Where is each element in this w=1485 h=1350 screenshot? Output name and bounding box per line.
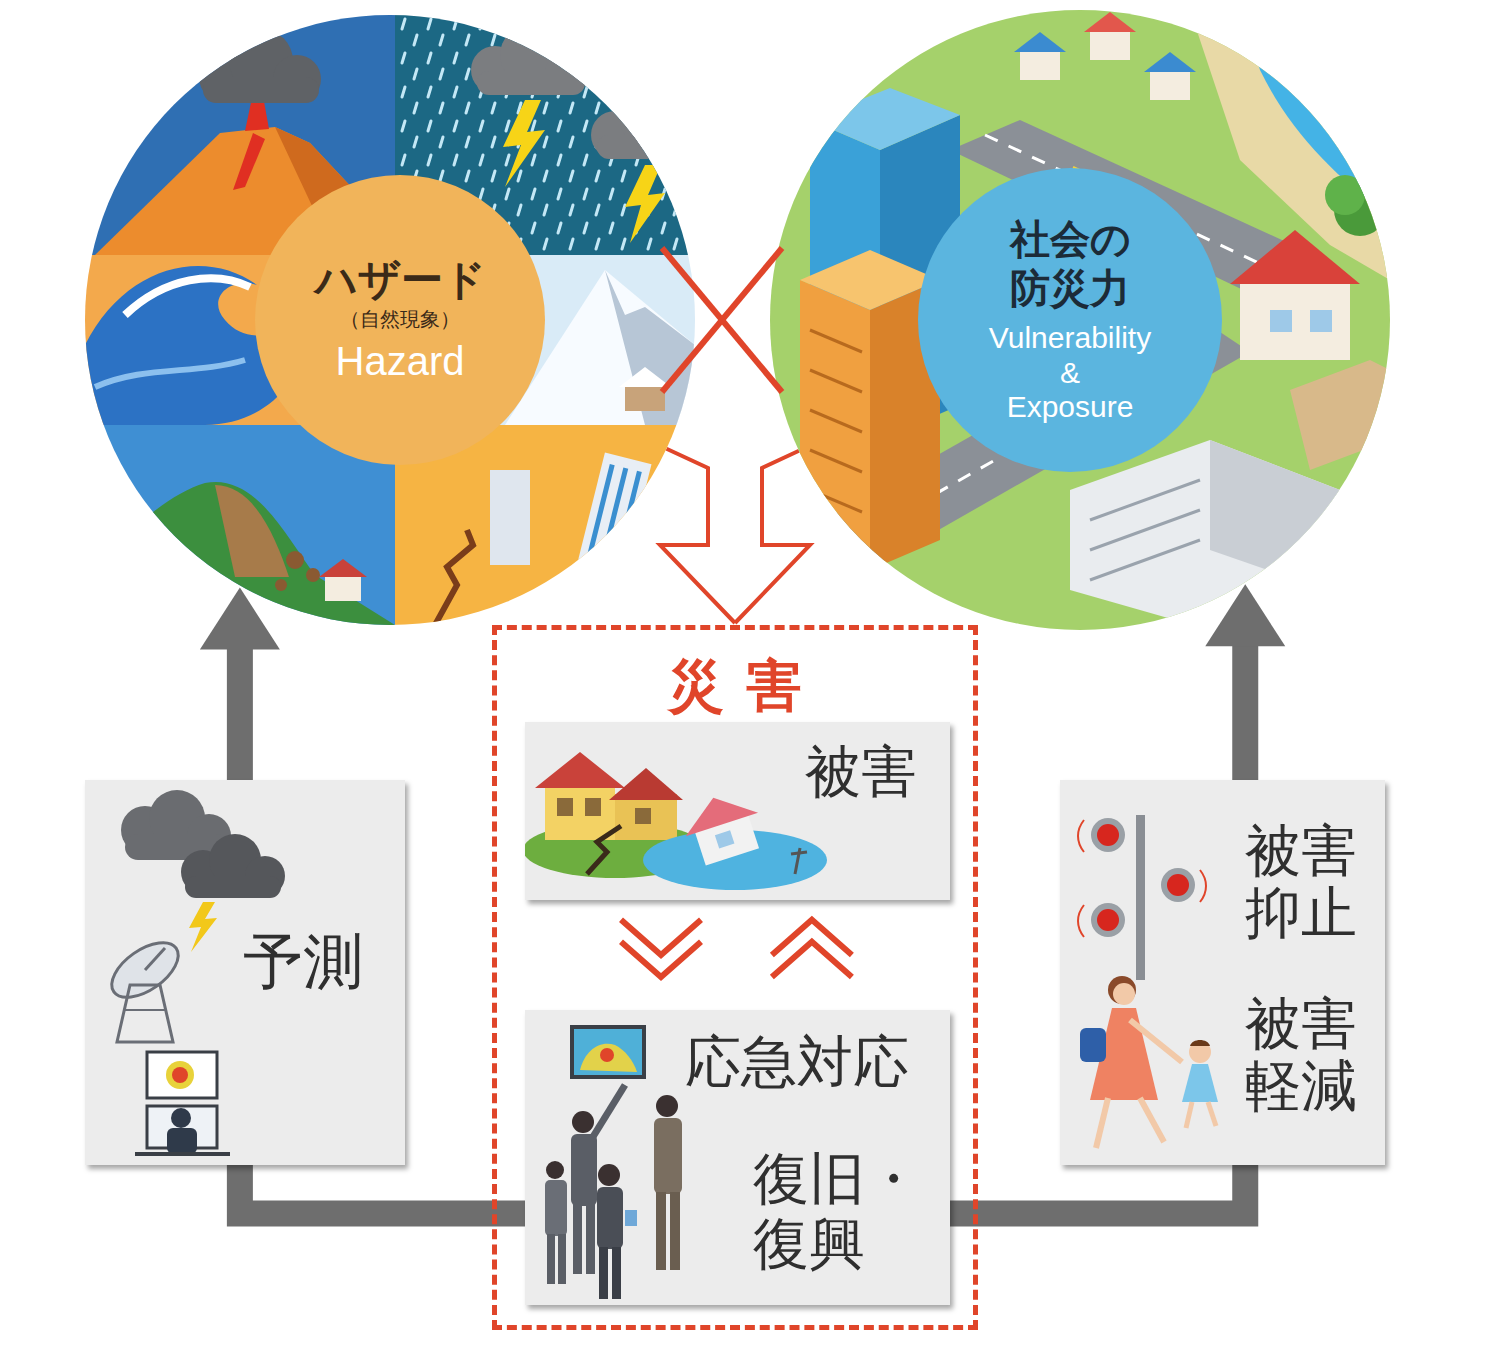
siren-pole [1078,815,1206,980]
node-label: Vulnerability & Exposure [965,321,1175,425]
connector [621,900,701,1010]
node-label: 社会の 防災力 [1005,215,1135,313]
node-label: Hazard [336,337,465,385]
multiply-cross [662,248,782,392]
node-label: （自然現象） [340,307,460,331]
lightning [189,902,217,952]
node-label: 災害 [645,652,824,719]
connector-line [950,1165,1245,1214]
city-ground [770,10,1390,630]
connector-line [1232,642,1258,780]
node-label: 被害軽減 [1245,993,1360,1116]
node-label: 応急対応 [685,1028,909,1095]
flooded-house [643,786,827,890]
node-label: ハザード [315,255,486,305]
connector [950,1165,1245,1214]
mitigation-box: 被害抑止被害軽減 [1060,780,1385,1165]
disaster-frame: 災害 被害 [492,625,978,1330]
officials [545,1085,682,1299]
connector-line [227,645,253,780]
analyst-monitor [135,1052,230,1154]
connector-line [621,900,701,1010]
connector-line [772,900,852,1010]
damage-box: 被害 [525,722,950,900]
node-label: 被害抑止 [1245,820,1360,943]
connector-line [240,1165,525,1214]
connector [772,900,852,1010]
capacity-disc: 社会の 防災力Vulnerability & Exposure [918,168,1222,472]
node-label: 復旧・復興 [753,1147,924,1276]
radar-dish [102,932,187,1042]
map-screen [570,1025,646,1079]
connector [240,1165,525,1214]
node-label: 被害 [805,738,917,805]
storm-clouds [121,790,285,898]
hazard-disc: ハザード（自然現象） Hazard [255,175,545,465]
evacuating-family [1080,976,1218,1148]
node-label: 予測 [243,925,363,997]
response-box: 応急対応復旧・復興 [525,1010,950,1305]
forecast-box: 予測 [85,780,405,1165]
hazard-circle: ハザード（自然現象） Hazard [85,15,695,625]
buildings [800,88,1390,630]
capacity-circle: 社会の 防災力Vulnerability & Exposure [770,10,1390,630]
